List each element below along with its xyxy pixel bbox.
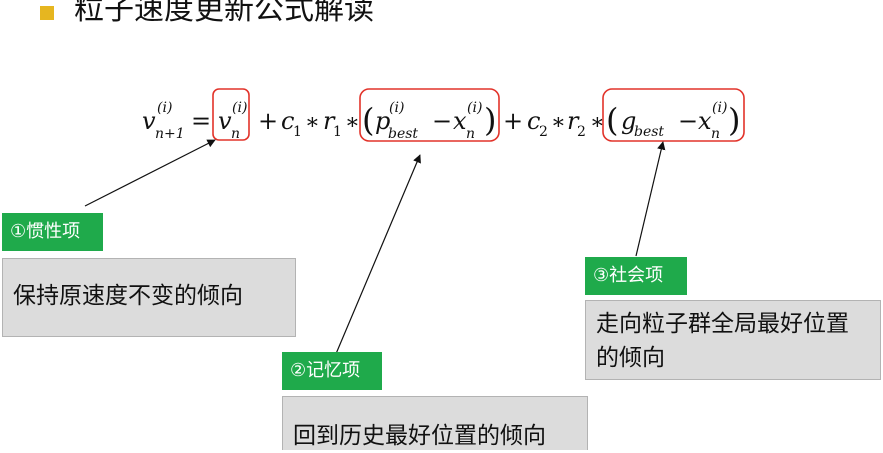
svg-text:x: x [698, 107, 712, 135]
svg-text:p: p [375, 107, 390, 135]
multiply-sign-2: ∗ [345, 110, 360, 135]
inertia-description: 保持原速度不变的倾向 [2, 258, 296, 337]
svg-text:−: − [432, 107, 452, 135]
svg-text:n: n [466, 126, 475, 142]
social-highlight-box [602, 88, 745, 142]
svg-text:r: r [567, 107, 580, 135]
formula-memory-term: ( p (i) best − x (i) n ) [362, 100, 496, 142]
formula-c1: c 1 [281, 107, 302, 140]
formula-c2: c 2 [527, 107, 548, 140]
term1-base: v [218, 107, 232, 135]
memory-tag: ②记忆项 [282, 352, 382, 390]
lhs-sub: n+1 [155, 126, 185, 142]
term1-sup: (i) [232, 100, 247, 116]
svg-text:): ) [484, 101, 496, 139]
svg-text:x: x [453, 107, 467, 135]
svg-text:(i): (i) [467, 100, 482, 116]
multiply-sign-3: ∗ [551, 110, 566, 135]
svg-text:best: best [634, 124, 664, 140]
term1-sub: n [231, 126, 240, 142]
inertia-tag: ①惯性项 [2, 213, 103, 251]
lhs-base: v [142, 107, 156, 135]
svg-text:c: c [281, 107, 294, 135]
formula-lhs: v (i) n+1 [142, 100, 185, 142]
formula-social-term: ( g best − x (i) n ) [606, 100, 740, 142]
svg-text:2: 2 [577, 124, 586, 140]
svg-text:c: c [527, 107, 540, 135]
svg-text:n: n [711, 126, 720, 142]
memory-highlight-box [359, 88, 500, 142]
svg-text:−: − [678, 107, 698, 135]
multiply-sign-1: ∗ [305, 110, 320, 135]
social-description: 走向粒子群全局最好位置的倾向 [585, 300, 881, 380]
memory-description: 回到历史最好位置的倾向 [282, 396, 588, 450]
svg-text:1: 1 [293, 124, 302, 140]
social-tag: ③社会项 [585, 257, 687, 295]
svg-text:(: ( [606, 101, 618, 139]
title-bullet [40, 6, 54, 20]
inertia-highlight-box [212, 88, 250, 141]
svg-text:(i): (i) [389, 100, 404, 116]
svg-text:g: g [621, 107, 636, 135]
equals-sign: = [191, 107, 211, 135]
velocity-update-formula: v (i) n+1 = v (i) n + c 1 ∗ r 1 ∗ ( p (i… [142, 88, 745, 142]
plus-sign-1: + [258, 107, 278, 135]
formula-inertia-term: v (i) n [218, 100, 247, 142]
svg-text:2: 2 [539, 124, 548, 140]
svg-text:(i): (i) [712, 100, 727, 116]
plus-sign-2: + [503, 107, 523, 135]
formula-r1: r 1 [323, 107, 342, 140]
multiply-sign-4: ∗ [590, 110, 605, 135]
svg-text:r: r [323, 107, 336, 135]
svg-text:1: 1 [333, 124, 342, 140]
lhs-sup: (i) [157, 100, 172, 116]
svg-text:best: best [388, 126, 418, 142]
formula-r2: r 2 [567, 107, 586, 140]
page-title: 粒子速度更新公式解读 [74, 0, 374, 27]
svg-text:(: ( [362, 101, 374, 139]
svg-text:): ) [728, 101, 740, 139]
